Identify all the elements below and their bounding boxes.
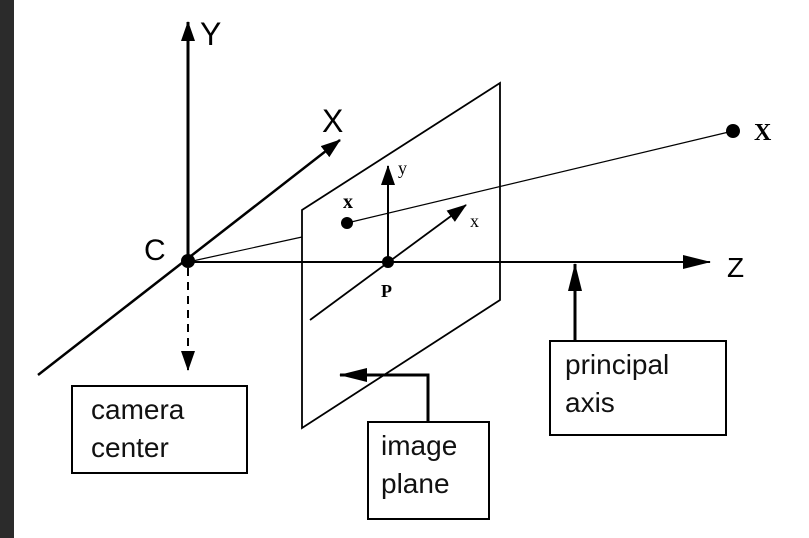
image-plane-box: image plane [367, 421, 490, 520]
principal-axis-line-2: axis [565, 387, 615, 418]
camera-center-line-1: camera [91, 394, 185, 425]
camera-center-box: camera center [71, 385, 248, 474]
camera-center-line-2: center [91, 432, 169, 463]
image-point-label: x [343, 191, 353, 213]
camera-center-label: C [144, 234, 166, 267]
world-point [726, 124, 740, 138]
image-plane-shape [301, 81, 501, 430]
image-plane-line-1: image [381, 430, 458, 461]
principal-axis-line-1: principal [565, 349, 670, 380]
principal-axis-box: principal axis [549, 340, 727, 436]
image-point [341, 217, 353, 229]
ray-c-to-image-point [187, 236, 303, 263]
image-plane-line-2: plane [381, 468, 450, 499]
y-axis-label: Y [200, 16, 221, 52]
image-y-axis-label: y [398, 158, 407, 178]
ray-image-to-world-point [346, 130, 734, 224]
principal-point [382, 256, 394, 268]
z-axis-label: Z [727, 252, 744, 283]
camera-center-point [181, 254, 195, 268]
x-axis-label: X [322, 103, 343, 139]
image-plane-pointer-arrow [339, 368, 430, 422]
image-x-axis-label: x [470, 211, 479, 231]
world-point-label: X [754, 120, 772, 146]
principal-point-label: P [381, 281, 392, 301]
